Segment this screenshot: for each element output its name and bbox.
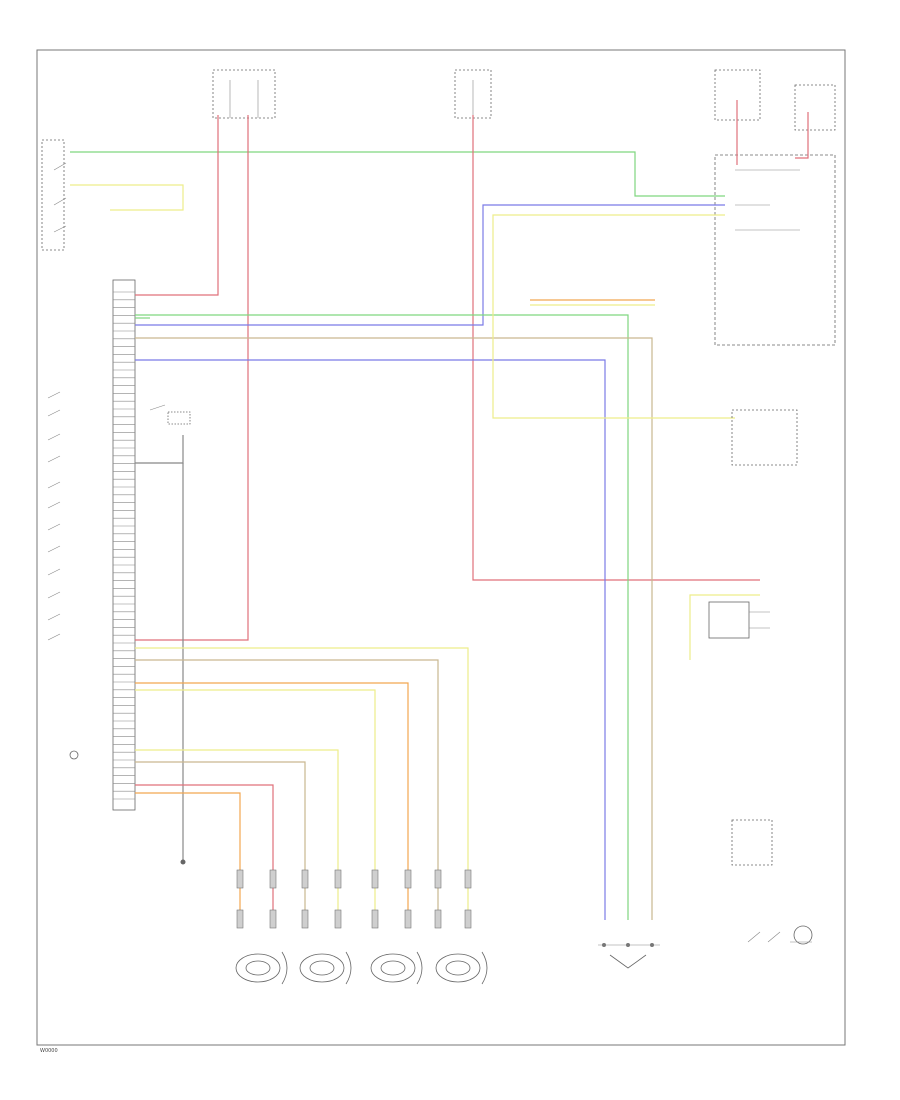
wire-red-spk-4 <box>135 784 274 920</box>
speaker <box>435 951 488 985</box>
speaker-plug <box>404 909 412 929</box>
wire-yellow-spk-2 <box>135 689 376 920</box>
wire-blue-top <box>135 204 725 326</box>
cruise-control-switch <box>747 925 813 945</box>
fuse-block-center-top <box>454 69 492 119</box>
wire-yellow-module <box>492 214 735 419</box>
speaker-plug <box>236 909 244 929</box>
fuse-block-left-top <box>212 69 276 119</box>
wire-tan-sensor <box>135 337 653 920</box>
fuse-block-right-top <box>714 69 836 131</box>
connector-pins <box>113 291 135 800</box>
diagram-frame <box>36 49 846 1046</box>
wire-tan-spk-1 <box>135 659 439 920</box>
speaker-plug <box>464 869 472 889</box>
wire-orange-spk-4 <box>135 792 241 920</box>
wire-green-sensor <box>135 314 629 920</box>
main-module-connector <box>112 279 136 811</box>
speaker-plugs <box>236 869 472 929</box>
ground-left-bottom <box>180 859 186 865</box>
wire-yellow-spk-1 <box>135 647 469 920</box>
speakers <box>235 951 488 985</box>
internal-switch <box>149 404 191 425</box>
wire-black-ground-top <box>135 435 184 464</box>
footer-code: W0000 <box>40 1048 58 1054</box>
speaker-plug <box>301 909 309 929</box>
speaker-plug <box>371 869 379 889</box>
speaker <box>370 951 423 985</box>
speaker-plug <box>236 869 244 889</box>
speaker-plug <box>464 909 472 929</box>
speaker <box>299 951 352 985</box>
wire-red-long <box>135 115 249 641</box>
wire-orange-spk-2 <box>135 682 409 920</box>
wire-red-right-2 <box>795 112 809 159</box>
right-connector-blocks <box>731 409 798 866</box>
speaker-plug <box>269 909 277 929</box>
speaker-plug <box>434 909 442 929</box>
steering-switch-block <box>41 139 67 251</box>
speaker-plug <box>434 869 442 889</box>
wire-blue-long <box>135 359 606 920</box>
steering-wheel-module <box>689 594 770 660</box>
wire-red-center <box>472 115 760 581</box>
speaker-plug <box>371 909 379 929</box>
speaker-plug <box>404 869 412 889</box>
left-ground-symbols <box>47 391 79 760</box>
speaker-plug <box>334 869 342 889</box>
wire-red-left <box>135 115 219 296</box>
wire-green-top <box>70 151 725 197</box>
speaker <box>235 951 288 985</box>
wire-yellow-left-loop <box>70 184 184 211</box>
central-electrical-module <box>714 154 836 346</box>
sensor-connector <box>598 943 660 969</box>
speaker-plug <box>269 869 277 889</box>
wire-yellow-spk-3 <box>135 749 339 920</box>
wire-tan-spk-3 <box>135 761 306 920</box>
speaker-plug <box>334 909 342 929</box>
speaker-plug <box>301 869 309 889</box>
